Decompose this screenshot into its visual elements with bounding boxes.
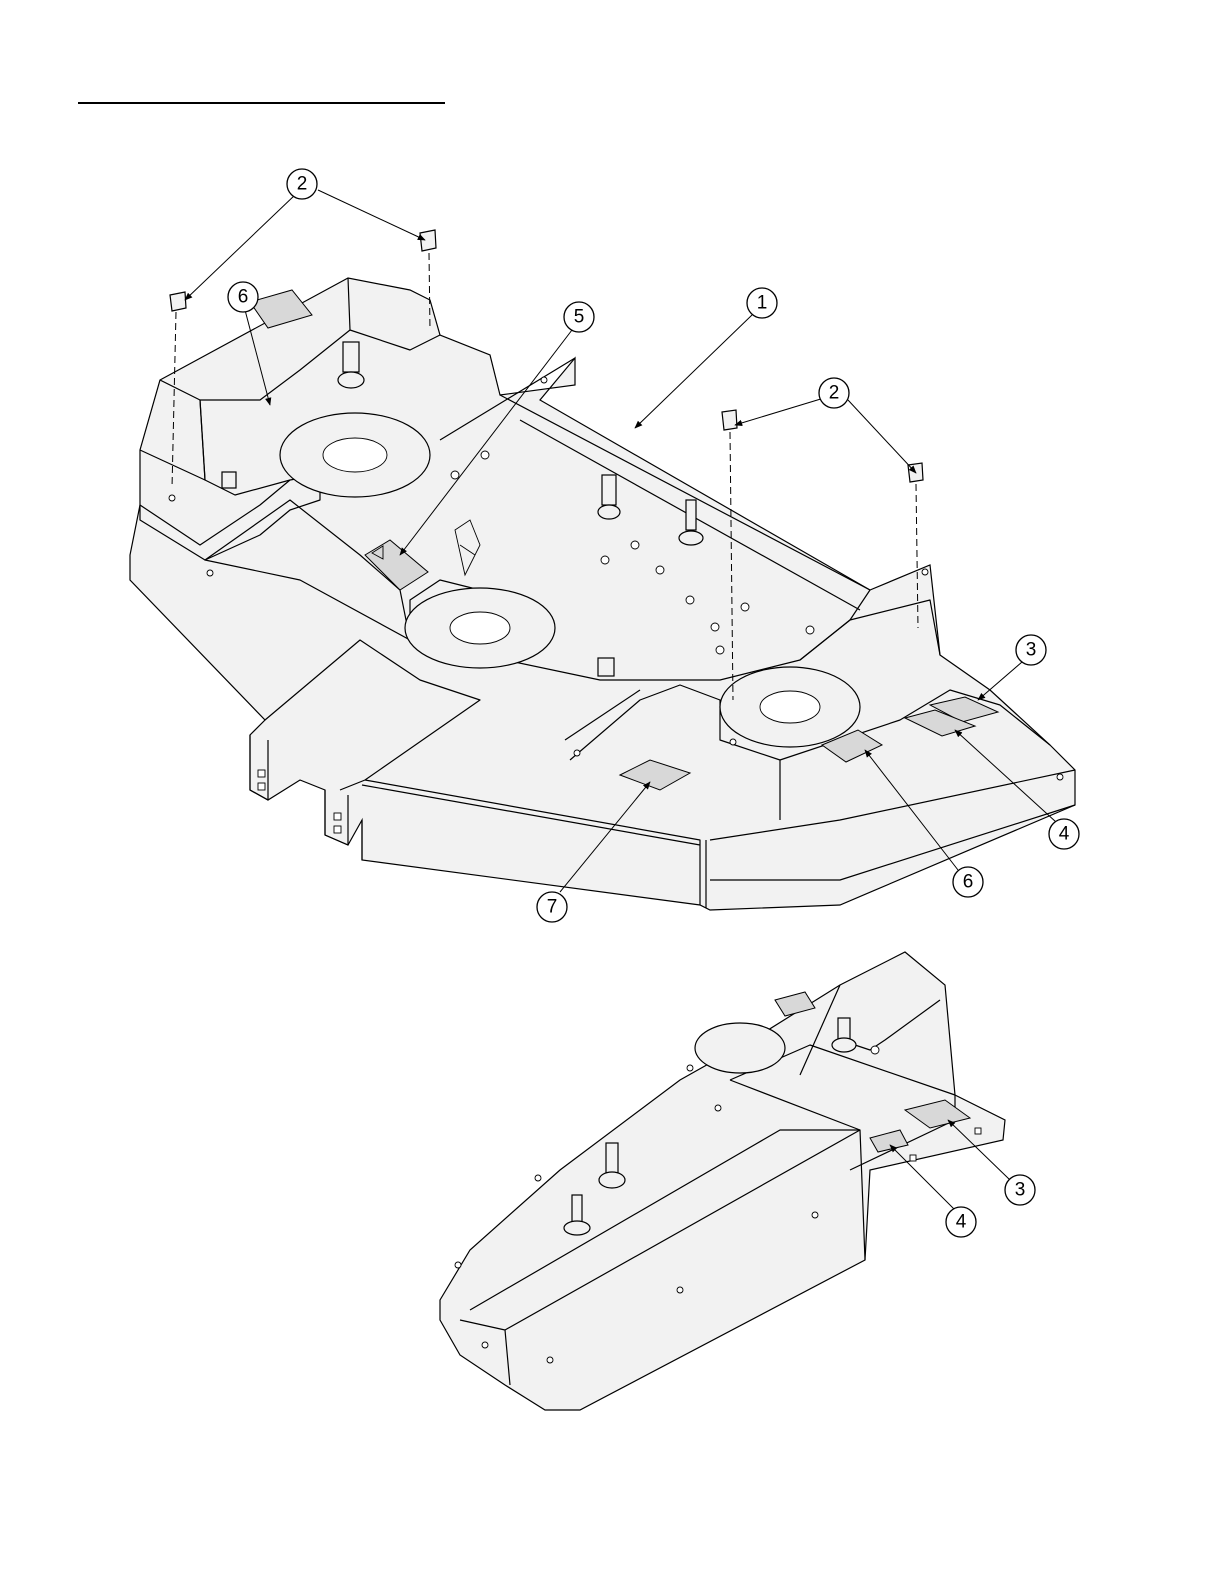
svg-text:6: 6	[238, 287, 249, 308]
svg-text:5: 5	[574, 307, 585, 328]
nut-2-b	[420, 230, 436, 251]
callout-2-right: 2	[819, 378, 849, 408]
deck-assembly-bottom	[440, 952, 1005, 1410]
svg-text:7: 7	[547, 897, 558, 918]
svg-text:6: 6	[963, 872, 974, 893]
svg-text:3: 3	[1015, 1180, 1026, 1201]
nut-2-a	[170, 292, 186, 311]
deck-shell	[130, 278, 1075, 910]
callout-2-top: 2	[287, 169, 317, 199]
callout-5: 5	[564, 302, 594, 332]
callout-4-top: 4	[1049, 819, 1079, 849]
callout-6-left: 6	[228, 282, 258, 312]
callout-6-right: 6	[953, 867, 983, 897]
callout-7: 7	[537, 892, 567, 922]
callout-1: 1	[747, 288, 777, 318]
svg-text:3: 3	[1026, 640, 1037, 661]
svg-text:4: 4	[1059, 824, 1070, 845]
callout-3-top: 3	[1016, 635, 1046, 665]
svg-text:2: 2	[297, 174, 308, 195]
nut-2-c	[722, 410, 737, 430]
svg-text:4: 4	[956, 1212, 967, 1233]
callout-3-bottom: 3	[1005, 1175, 1035, 1205]
callout-4-bottom: 4	[946, 1207, 976, 1237]
svg-text:2: 2	[829, 383, 840, 404]
deck-assembly-top	[130, 230, 1075, 910]
side-shell	[440, 952, 1005, 1410]
svg-text:1: 1	[757, 293, 768, 314]
